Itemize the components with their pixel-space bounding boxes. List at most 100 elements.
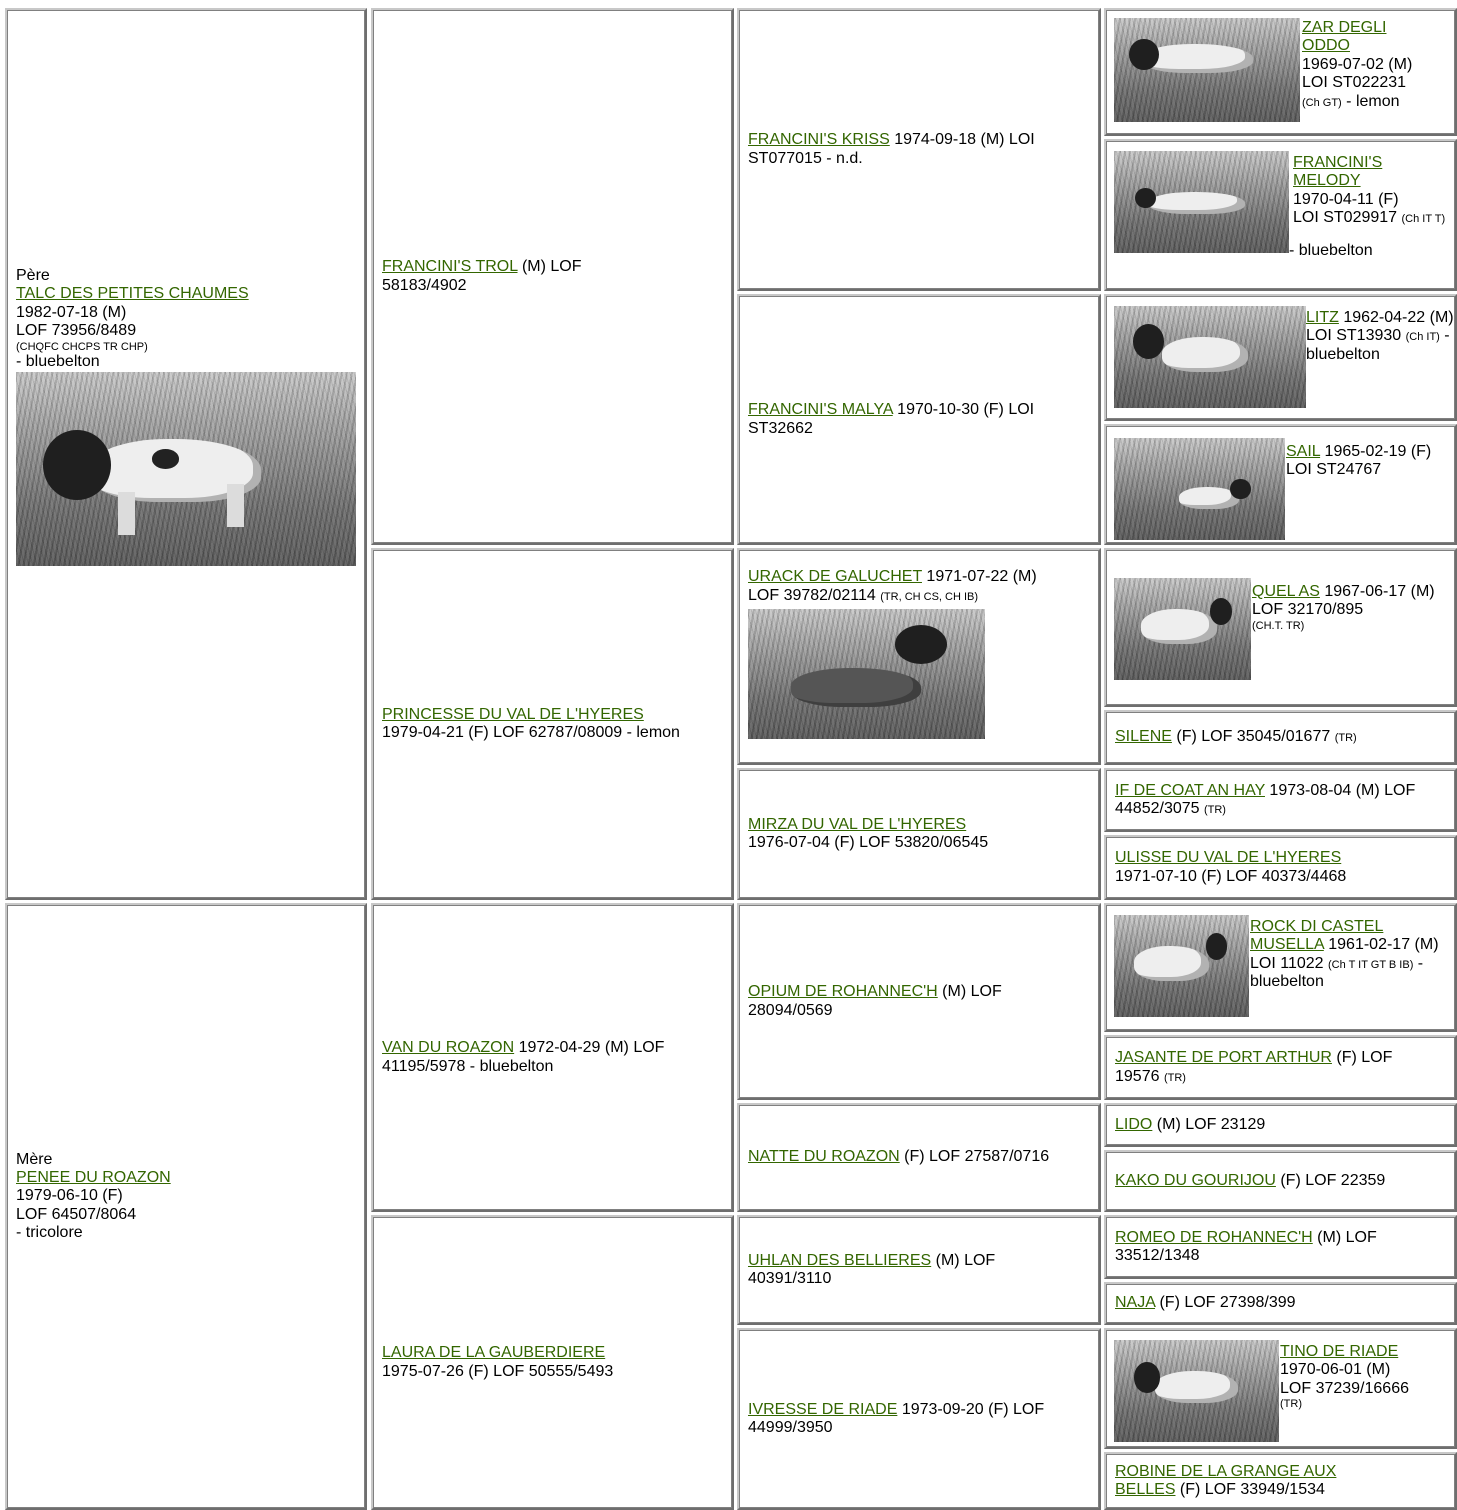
ancestor-link[interactable]: FRANCINI'S MALYA (748, 401, 893, 419)
ancestor-info: 1975-07-26 (F) LOF 50555/5493 (382, 1362, 614, 1380)
dam-cell: Mère PENEE DU ROAZON 1979-06-10 (F) LOF … (5, 903, 367, 1510)
ancestor-link[interactable]: MUSELLA (1250, 936, 1324, 954)
g3-cell: URACK DE GALUCHET 1971-07-22 (M) LOF 397… (737, 548, 1101, 765)
g2-cell: FRANCINI'S TROL (M) LOF 58183/4902 (371, 8, 734, 545)
ancestor-photo (1114, 1340, 1279, 1442)
ancestor-titles: (Ch IT) (1405, 331, 1440, 344)
ancestor-info: (M) LOF 28094/0569 (748, 983, 1002, 1019)
sire-role-label: Père (16, 267, 50, 284)
ancestor-link[interactable]: URACK DE GALUCHET (748, 568, 922, 586)
ancestor-link[interactable]: MIRZA DU VAL DE L'HYERES (748, 815, 967, 833)
ancestor-link[interactable]: ZAR DEGLI (1302, 19, 1387, 36)
g2-cell: VAN DU ROAZON 1972-04-29 (M) LOF 41195/5… (371, 903, 734, 1212)
g3-cell: MIRZA DU VAL DE L'HYERES 1976-07-04 (F) … (737, 768, 1101, 900)
ancestor-link[interactable]: ULISSE DU VAL DE L'HYERES (1115, 849, 1342, 867)
ancestor-link[interactable]: UHLAN DES BELLIERES (748, 1251, 932, 1269)
ancestor-link[interactable]: FRANCINI'S TROL (382, 258, 518, 276)
ancestor-info: - lemon (1341, 92, 1400, 110)
ancestor-info: (M) LOF 40391/3110 (748, 1251, 996, 1287)
ancestor-info: 1965-02-19 (F) LOI ST24767 (1286, 443, 1432, 479)
ancestor-titles: (Ch IT T) (1401, 213, 1446, 226)
ancestor-link[interactable]: SILENE (1115, 728, 1172, 746)
g4-cell: JASANTE DE PORT ARTHUR (F) LOF 19576 (TR… (1104, 1035, 1457, 1100)
ancestor-photo (1114, 915, 1249, 1017)
g2-cell: PRINCESSE DU VAL DE L'HYERES 1979-04-21 … (371, 548, 734, 900)
ancestor-info: 1969-07-02 (M) (1302, 55, 1413, 73)
ancestor-link[interactable]: ROBINE DE LA GRANGE AUX (1115, 1462, 1337, 1480)
ancestor-link[interactable]: LAURA DE LA GAUBERDIERE (382, 1344, 606, 1362)
sire-name-link[interactable]: TALC DES PETITES CHAUMES (16, 285, 249, 303)
ancestor-link[interactable]: NATTE DU ROAZON (748, 1148, 900, 1166)
ancestor-info: - bluebelton (1250, 954, 1424, 991)
ancestor-info: 1970-06-01 (M) (1280, 1361, 1391, 1379)
ancestor-titles: (TR) (1203, 804, 1226, 816)
g4-cell: IF DE COAT AN HAY 1973-08-04 (M) LOF 448… (1104, 768, 1457, 832)
g4-cell: ROMEO DE ROHANNEC'H (M) LOF 33512/1348 (1104, 1215, 1457, 1279)
g3-cell: OPIUM DE ROHANNEC'H (M) LOF 28094/0569 (737, 903, 1101, 1100)
dam-birth: 1979-06-10 (F) (16, 1187, 123, 1205)
ancestor-link[interactable]: PRINCESSE DU VAL DE L'HYERES (382, 705, 644, 723)
g4-cell: ULISSE DU VAL DE L'HYERES 1971-07-10 (F)… (1104, 835, 1457, 900)
ancestor-link[interactable]: IF DE COAT AN HAY (1115, 781, 1265, 799)
ancestor-link[interactable]: ROMEO DE ROHANNEC'H (1115, 1228, 1313, 1246)
ancestor-info: 1976-07-04 (F) LOF 53820/06545 (748, 834, 989, 851)
ancestor-info: (F) LOF 27587/0716 (899, 1148, 1050, 1166)
ancestor-link[interactable]: BELLES (1115, 1481, 1176, 1498)
ancestor-link[interactable]: NAJA (1115, 1294, 1156, 1312)
ancestor-link[interactable]: ROCK DI CASTEL (1250, 918, 1384, 935)
ancestor-info: 1971-07-10 (F) LOF 40373/4468 (1115, 867, 1347, 885)
ancestor-titles: (Ch GT) (1302, 96, 1342, 109)
ancestor-photo (1114, 18, 1300, 122)
dam-name-link[interactable]: PENEE DU ROAZON (16, 1168, 171, 1186)
ancestor-link[interactable]: KAKO DU GOURIJOU (1115, 1171, 1276, 1189)
ancestor-link[interactable]: FRANCINI'S KRISS (748, 131, 890, 149)
ancestor-info: (F) LOF 22359 (1275, 1171, 1386, 1189)
ancestor-link[interactable]: LIDO (1115, 1115, 1153, 1133)
g4-cell: NAJA (F) LOF 27398/399 (1104, 1282, 1457, 1325)
ancestor-info: (M) LOF 23129 (1152, 1115, 1266, 1133)
ancestor-titles: (CH.T. TR) (1252, 619, 1305, 632)
sire-cell: Père TALC DES PETITES CHAUMES 1982-07-18… (5, 8, 367, 900)
ancestor-info: (F) LOF 33949/1534 (1175, 1481, 1325, 1498)
ancestor-info: 1972-04-29 (M) LOF 41195/5978 - bluebelt… (382, 1039, 665, 1075)
g3-cell: IVRESSE DE RIADE 1973-09-20 (F) LOF 4499… (737, 1328, 1101, 1510)
ancestor-link[interactable]: IVRESSE DE RIADE (748, 1400, 898, 1418)
ancestor-info: 1973-09-20 (F) LOF 44999/3950 (748, 1400, 1045, 1436)
g4-cell: SILENE (F) LOF 35045/01677 (TR) (1104, 710, 1457, 765)
sire-registration: LOF 73956/8489 (16, 322, 137, 340)
ancestor-info: (M) LOF 58183/4902 (382, 258, 582, 294)
ancestor-info: LOI ST022231 (1302, 74, 1407, 92)
ancestor-info: (F) LOF 35045/01677 (1171, 728, 1335, 746)
ancestor-link[interactable]: SAIL (1286, 443, 1321, 460)
ancestor-link[interactable]: QUEL AS (1252, 583, 1320, 600)
sire-titles: (CHQFC CHCPS TR CHP) (16, 340, 148, 353)
ancestor-photo (1114, 151, 1289, 253)
ancestor-link[interactable]: OPIUM DE ROHANNEC'H (748, 983, 938, 1001)
g3-cell: UHLAN DES BELLIERES (M) LOF 40391/3110 (737, 1215, 1101, 1325)
ancestor-link[interactable]: MELODY (1293, 172, 1361, 190)
ancestor-photo (1114, 438, 1285, 540)
ancestor-titles: (TR) (1280, 1398, 1302, 1411)
ancestor-info: LOI ST029917 (1293, 209, 1402, 227)
ancestor-titles: (Ch T IT GT B IB) (1327, 958, 1414, 971)
ancestor-info: 1973-08-04 (M) LOF 44852/3075 (1115, 781, 1416, 817)
ancestor-info: (F) LOF 19576 (1115, 1049, 1393, 1085)
ancestor-titles: (TR) (1334, 732, 1357, 745)
ancestor-link[interactable]: VAN DU ROAZON (382, 1039, 515, 1057)
g4-cell: QUEL AS 1967-06-17 (M) LOF 32170/895 (CH… (1104, 548, 1457, 707)
g4-cell: SAIL 1965-02-19 (F) LOI ST24767 (1104, 424, 1457, 545)
ancestor-link[interactable]: FRANCINI'S (1293, 154, 1383, 171)
ancestor-info: 1970-04-11 (F) (1293, 190, 1399, 208)
ancestor-link[interactable]: LITZ (1306, 309, 1339, 326)
ancestor-link[interactable]: ODDO (1302, 37, 1350, 55)
sire-birth: 1982-07-18 (M) (16, 303, 127, 321)
dam-role-label: Mère (16, 1150, 53, 1168)
ancestor-info: 1962-04-22 (M) LOI ST13930 (1306, 309, 1454, 345)
ancestor-photo (748, 609, 985, 740)
g4-cell: ZAR DEGLI ODDO 1969-07-02 (M) LOI ST0222… (1104, 8, 1457, 136)
g4-cell: ROCK DI CASTEL MUSELLA 1961-02-17 (M) LO… (1104, 903, 1457, 1032)
ancestor-titles: (TR) (1163, 1071, 1186, 1084)
g4-cell: TINO DE RIADE 1970-06-01 (M) LOF 37239/1… (1104, 1328, 1457, 1449)
ancestor-link[interactable]: TINO DE RIADE (1280, 1343, 1399, 1360)
ancestor-link[interactable]: JASANTE DE PORT ARTHUR (1115, 1049, 1332, 1067)
